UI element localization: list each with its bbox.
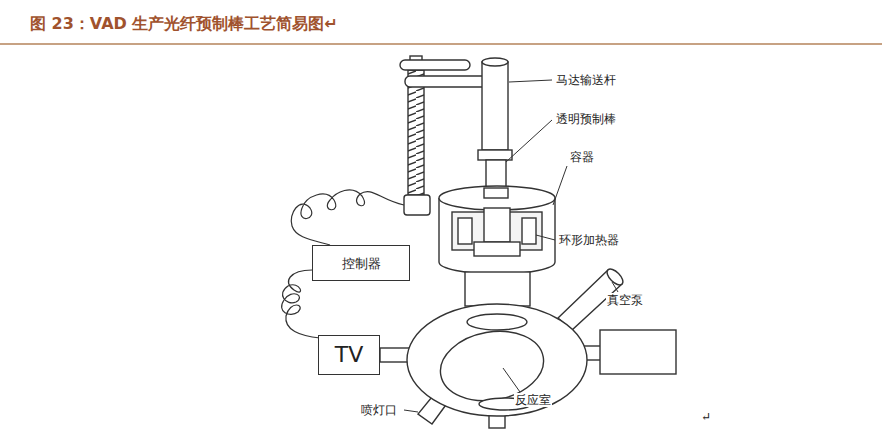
title-rule [0,43,882,45]
screw-base [404,195,430,215]
motor-rod [482,62,508,150]
heater-block [522,218,536,244]
node-text: 控制器 [342,255,381,272]
container-top [439,186,555,210]
rod-top [482,58,508,66]
preform-soot [474,242,520,256]
node-text: TV [335,342,364,368]
arm-upper [400,60,470,70]
part-label: 马达输送杆 [555,73,617,87]
part-label: 喷灯口 [360,403,398,417]
part-label: 环形加热器 [558,233,620,247]
preform-inner [484,208,510,242]
figure-title: 图 23：VAD 生产光纤预制棒工艺简易图↵ [30,14,338,34]
reaction-chamber [407,304,587,416]
neck [465,272,530,306]
left-port [380,348,410,362]
right-box [600,330,676,374]
part-label: 透明预制棒 [555,112,617,126]
controller-box: 控制器 [312,245,410,281]
apparatus [380,56,676,428]
heater-block [458,218,472,244]
vacuum-tube-end [604,266,625,287]
chamber-top [467,314,527,330]
preform-top [484,188,508,198]
lead-screw [408,70,424,195]
paragraph-mark: ↵ [700,410,712,424]
rod-collar [478,150,512,160]
part-label: 真空泵 [606,293,644,307]
part-label: 容器 [569,150,595,164]
tv-box: TV [318,335,380,375]
preform [486,160,506,188]
container-body [439,198,555,274]
part-label: 反应室 [514,393,552,407]
